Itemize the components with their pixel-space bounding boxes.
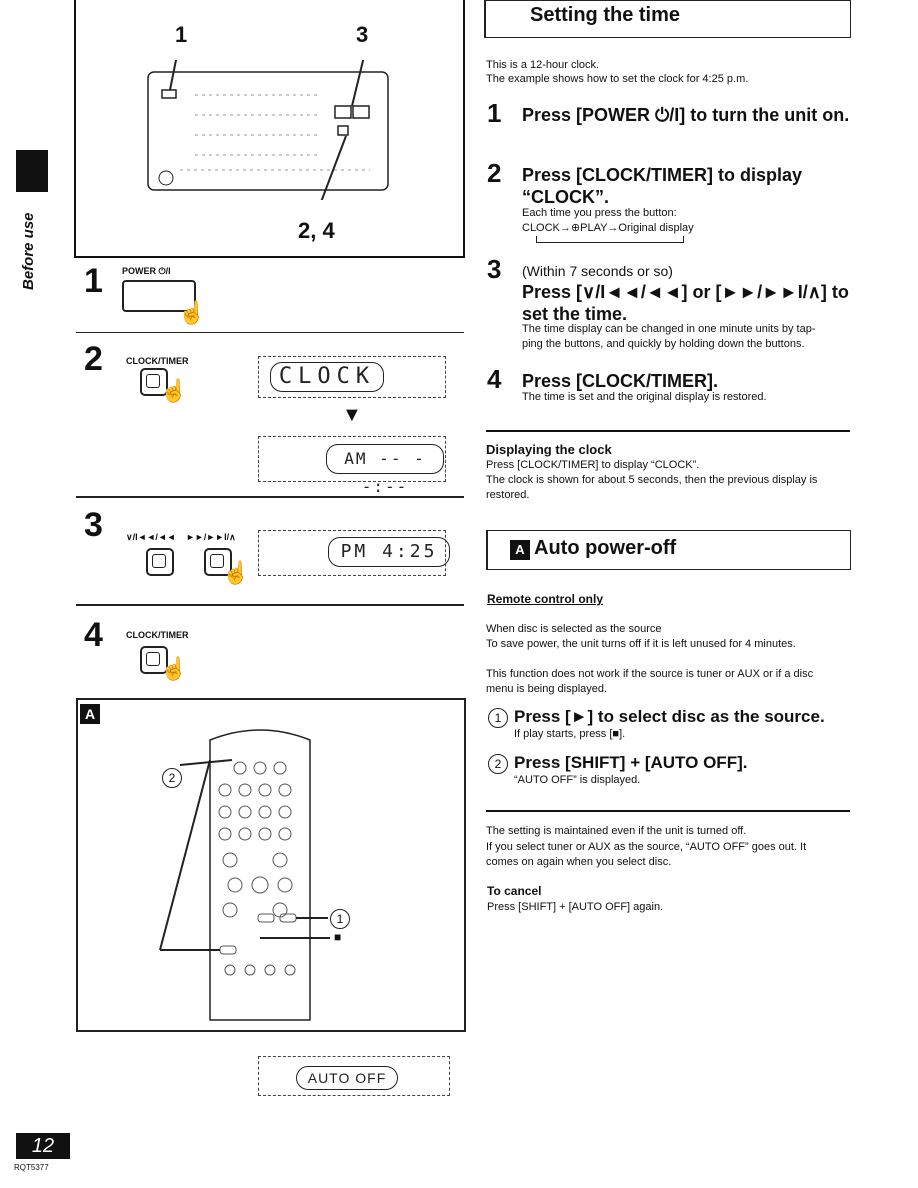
lcd-auto-off-display: AUTO OFF [296,1066,398,1090]
unit-front-panel-figure [147,60,389,200]
callout-2-4: 2, 4 [298,218,335,243]
step-3-number: 3 [487,254,502,284]
cancel-heading: To cancel [487,884,542,898]
side-label-text: Before use [20,212,37,290]
auto-step-2-number: 2 [488,754,508,774]
section-rule [486,430,850,432]
step-divider [76,604,464,606]
step-divider [76,332,464,333]
skip-forward-label: ►►/►►I/∧ [186,532,236,542]
intro-line-1: This is a 12-hour clock. [486,59,600,71]
lcd-pm-display: PM 4:25 [328,537,450,567]
auto-p2-line-2: menu is being displayed. [486,683,608,695]
auto-step-1-text: Press [►] to select disc as the source. [514,707,825,726]
display-frame [258,530,446,576]
auto-step-1-number: 1 [488,708,508,728]
auto-off-title: Auto power-off [534,537,677,559]
auto-p1-line-2: To save power, the unit turns off if it … [486,638,796,650]
left-frame-line-right [463,0,465,258]
section-tab-marker [16,150,48,192]
figure-bottom-rule [74,256,465,258]
step-divider [76,496,464,498]
left-step-3-number: 3 [84,506,103,544]
cycle-arrow-line [536,236,684,243]
page-number: 12 [16,1133,70,1159]
down-arrow-icon: ▼ [342,404,362,426]
left-step-2-number: 2 [84,340,103,378]
auto-off-title-box [486,530,851,570]
callout-2-circled: 2 [162,768,182,788]
remote-control-illustration [159,729,330,1021]
displaying-clock-heading: Displaying the clock [486,442,612,457]
auto-step-2-sub: “AUTO OFF” is displayed. [514,774,641,786]
left-step-1-number: 1 [84,262,103,300]
callout-1-circled: 1 [330,909,350,929]
skip-back-button-illustration [146,548,174,576]
document-code: RQT5377 [14,1163,49,1172]
callout-1: 1 [175,22,188,47]
displaying-line-3: restored. [486,489,530,501]
circled-number-2: 2 [488,754,508,774]
left-frame-line [74,0,76,258]
pointing-hand-icon: ☝ [160,656,188,681]
skip-back-label: ∨/I◄◄/◄◄ [126,532,176,542]
section-rule [486,810,850,812]
power-button-illustration [122,280,196,312]
step-3-pre: (Within 7 seconds or so) [522,263,673,279]
auto-step-2-text: Press [SHIFT] + [AUTO OFF]. [514,753,748,772]
remote-only-note: Remote control only [487,592,604,606]
page-title: Setting the time [530,4,681,26]
circled-number-1: 1 [488,708,508,728]
lcd-clock-display: CLOCK [270,362,384,392]
callout-3: 3 [356,22,369,47]
displaying-line-2: The clock is shown for about 5 seconds, … [486,474,818,486]
auto-p1-line-1: When disc is selected as the source [486,623,662,635]
clock-timer-button-illustration [140,646,168,674]
stop-icon: ■ [334,930,342,944]
auto-step-1-sub: If play starts, press [■]. [514,728,626,740]
left-step-4-number: 4 [84,616,103,654]
note-line-2: If you select tuner or AUX as the source… [486,841,807,853]
panel-a-badge: A [80,704,100,724]
clock-timer-label: CLOCK/TIMER [126,630,189,640]
displaying-line-1: Press [CLOCK/TIMER] to display “CLOCK”. [486,459,700,471]
step-2-number: 2 [487,158,502,188]
clock-timer-button-illustration [140,368,168,396]
section-side-label: Before use [14,200,54,290]
step-1-text: Press [POWER ⏻/I] to turn the unit on. [522,105,850,125]
step-4-sub-1: The time is set and the original display… [522,391,767,403]
auto-p2-line-1: This function does not work if the sourc… [486,668,814,680]
skip-forward-button-illustration [204,548,232,576]
step-3-text: Press [∨/I◄◄/◄◄] or [►►/►►I/∧] to set th… [522,282,849,324]
pointing-hand-icon: ☝ [222,560,250,585]
step-2-sub-1: Each time you press the button: [522,207,677,219]
step-4-number: 4 [487,364,502,394]
power-label: POWER ⏻/I [122,266,171,276]
step-3-sub-2: ping the buttons, and quickly by holding… [522,338,805,350]
note-line-1: The setting is maintained even if the un… [486,825,747,837]
step-2-text: Press [CLOCK/TIMER] to display “CLOCK”. [522,165,803,207]
circled-number-1: 1 [330,909,350,929]
step-1-number: 1 [487,98,502,128]
note-line-3: comes on again when you select disc. [486,856,672,868]
clock-timer-label: CLOCK/TIMER [126,356,189,366]
auto-off-badge: A [510,540,530,560]
circled-number-2: 2 [162,768,182,788]
remote-figure-panel [76,698,466,1032]
display-frame [258,436,446,482]
pointing-hand-icon: ☝ [160,378,188,403]
display-frame [258,356,446,398]
display-frame [258,1056,450,1096]
cancel-text: Press [SHIFT] + [AUTO OFF] again. [487,901,664,913]
pointing-hand-icon: ☝ [178,300,206,325]
step-4-text: Press [CLOCK/TIMER]. [522,371,719,391]
section-title-box [484,0,851,38]
lcd-am-display: AM -- --:-- [326,444,444,496]
step-3-sub-1: The time display can be changed in one m… [522,323,816,335]
step-2-sub-2: CLOCK→⊕PLAY→Original display [522,222,694,234]
intro-line-2: The example shows how to set the clock f… [486,73,749,85]
